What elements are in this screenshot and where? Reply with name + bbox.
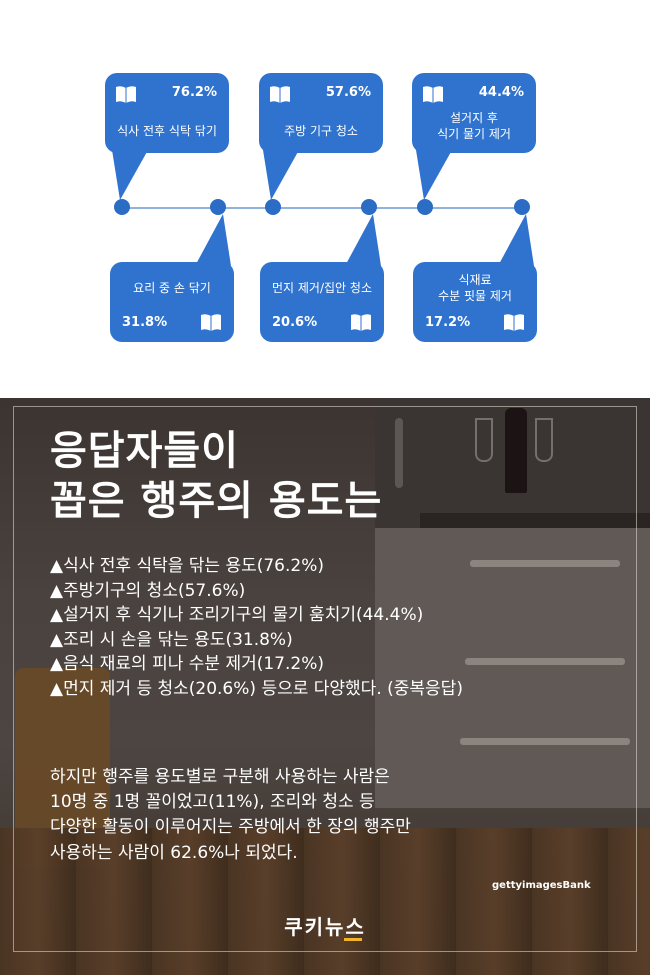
bubble-pointer — [345, 214, 381, 266]
paragraph-line: 하지만 행주를 용도별로 구분해 사용하는 사람은 — [50, 767, 390, 787]
timeline-dot — [265, 199, 281, 215]
usage-label: 먼지 제거/집안 청소 — [272, 281, 372, 295]
kitchen-cabinet-image — [375, 528, 650, 808]
usage-bubble-house-cleaning: 먼지 제거/집안 청소 20.6% — [260, 262, 384, 342]
usage-percent: 20.6% — [272, 315, 318, 330]
open-book-icon — [504, 314, 524, 331]
open-book-icon — [423, 86, 443, 103]
paragraph-line: 10명 중 1명 꼴이었고(11%), 조리와 청소 등 — [50, 792, 375, 813]
wine-glass-image — [475, 418, 493, 462]
headline: 응답자들이 꼽은 행주의 용도는 — [50, 426, 382, 526]
uses-list: ▲식사 전후 식탁을 닦는 용도(76.2%) ▲주방기구의 청소(57.6%)… — [50, 554, 463, 702]
body-paragraph: 하지만 행주를 용도별로 구분해 사용하는 사람은 10명 중 1명 꼴이었고(… — [50, 765, 411, 866]
usage-percent: 31.8% — [122, 315, 168, 330]
timeline-dot — [114, 199, 130, 215]
usage-label: 주방 기구 청소 — [284, 124, 358, 138]
usage-label: 식사 전후 식탁 닦기 — [117, 124, 217, 138]
usage-bubble-ingredient-blotting: 식재료 수분 핏물 제거 17.2% — [413, 262, 537, 342]
bubble-pointer — [112, 150, 148, 200]
usage-infographic: 76.2% 식사 전후 식탁 닦기 57.6% 주방 기구 청소 44.4% 설… — [0, 0, 650, 398]
paragraph-line: 사용하는 사람이 62.6%나 되었다. — [50, 842, 298, 863]
uses-list-item: ▲먼지 제거 등 청소(20.6%) 등으로 다양했다. (중복응답) — [50, 678, 463, 699]
cabinet-handle — [465, 658, 625, 665]
timeline-dot — [361, 199, 377, 215]
paragraph-line: 다양한 활동이 이루어지는 주방에서 한 장의 행주만 — [50, 817, 411, 838]
headline-line: 응답자들이 — [50, 428, 239, 474]
open-book-icon — [201, 314, 221, 331]
usage-percent: 76.2% — [171, 85, 217, 100]
open-book-icon — [116, 86, 136, 103]
kitchen-counter-image — [420, 513, 650, 531]
timeline-dot — [514, 199, 530, 215]
uses-list-item: ▲조리 시 손을 닦는 용도(31.8%) — [50, 629, 293, 650]
photo-credit: gettyimagesBank — [492, 880, 591, 891]
bubble-pointer — [195, 214, 231, 266]
bubble-pointer — [498, 214, 534, 266]
story-panel: 응답자들이 꼽은 행주의 용도는 ▲식사 전후 식탁을 닦는 용도(76.2%)… — [0, 398, 650, 975]
usage-percent: 44.4% — [478, 85, 524, 100]
uses-list-item: ▲음식 재료의 피나 수분 제거(17.2%) — [50, 654, 324, 675]
uses-list-item: ▲설거지 후 식기나 조리기구의 물기 훔치기(44.4%) — [50, 605, 424, 626]
usage-percent: 57.6% — [325, 85, 371, 100]
open-book-icon — [270, 86, 290, 103]
bubble-pointer — [416, 150, 452, 200]
usage-bubble-dish-drying: 44.4% 설거지 후 식기 물기 제거 — [412, 73, 536, 153]
usage-bubble-utensil-cleaning: 57.6% 주방 기구 청소 — [259, 73, 383, 153]
brand-logo: 쿠키뉴스 — [284, 915, 366, 939]
usage-percent: 17.2% — [425, 315, 471, 330]
wine-glass-image — [535, 418, 553, 462]
usage-bubble-hand-wiping: 요리 중 손 닦기 31.8% — [110, 262, 234, 342]
usage-label: 수분 핏물 제거 — [438, 289, 512, 303]
cabinet-handle — [460, 738, 630, 745]
frame-border — [13, 406, 637, 952]
wine-bottle-image — [505, 408, 527, 493]
usage-label: 식기 물기 제거 — [437, 127, 511, 141]
usage-label: 요리 중 손 닦기 — [133, 281, 211, 295]
headline-line: 꼽은 행주의 용도는 — [50, 478, 383, 524]
cabinet-handle — [470, 560, 620, 567]
usage-bubble-table-wiping: 76.2% 식사 전후 식탁 닦기 — [105, 73, 229, 153]
usage-label: 설거지 후 — [450, 111, 498, 125]
brand-accent-bar — [344, 938, 362, 941]
open-book-icon — [351, 314, 371, 331]
timeline-dot — [417, 199, 433, 215]
bubble-pointer — [263, 150, 299, 200]
wood-floor-image — [0, 828, 650, 975]
uses-list-item: ▲주방기구의 청소(57.6%) — [50, 580, 246, 601]
timeline-line — [122, 207, 522, 209]
faucet-image — [395, 418, 403, 488]
usage-label: 식재료 — [458, 273, 492, 287]
timeline-dot — [210, 199, 226, 215]
uses-list-item: ▲식사 전후 식탁을 닦는 용도(76.2%) — [50, 556, 324, 576]
